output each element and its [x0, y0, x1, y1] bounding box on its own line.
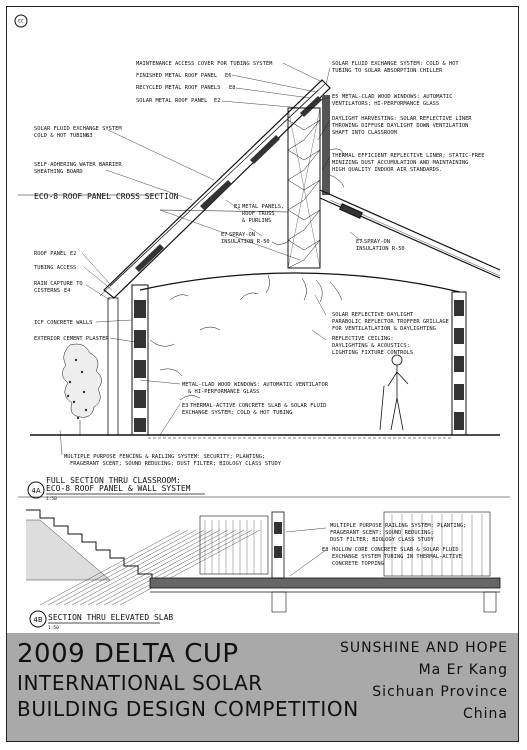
label-reflective-daylight-2: PARABOLIC REFLECTOR TROFFER GRILLAGE: [332, 319, 449, 325]
label-spray-left-2: INSULATION R-50: [221, 239, 270, 245]
competition-title: 2009 DELTA CUP INTERNATIONAL SOLAR BUILD…: [17, 641, 359, 719]
label-daylight-1: DAYLIGHT HARVESTING: SOLAR REFLECTIVE LI…: [332, 116, 472, 122]
section-4a-building: [18, 62, 501, 456]
annotation-labels: MAINTENANCE ACCESS COVER FOR TUBING SYST…: [27, 61, 485, 631]
label-solar-fluid-top-2: TUBING TO SOLAR ABSORPTION CHILLER: [332, 68, 443, 74]
label-reflective-daylight-3: FOR VENTILATLATION & DAYLIGHTING: [332, 326, 436, 332]
label-thermal-slab-1: THERMAL-ACTIVE CONCRETE SLAB & SOLAR FLU…: [190, 403, 326, 409]
label-windows-top-1: METAL-CLAD WOOD WINDOWS: AUTOMATIC: [342, 94, 452, 100]
label-windows-top-tag: E5: [332, 94, 339, 100]
label-fencing-1: MULTIPLE PURPOSE FENCING & RAILING SYSTE…: [64, 454, 265, 460]
sheet-badge: EC: [14, 14, 28, 28]
title-block: 2009 DELTA CUP INTERNATIONAL SOLAR BUILD…: [7, 633, 518, 741]
label-finished-metal-tag: E6: [225, 73, 232, 79]
label-rain-2: CISTERNS: [34, 288, 60, 294]
label-solar-fluid-left-2: COLD & HOT TUBING: [34, 133, 89, 139]
label-icf: ICF CONCRETE WALLS: [34, 320, 92, 326]
label-spray-right-tag: E7: [356, 239, 363, 245]
label-metal-panels-tag: E1: [234, 204, 241, 210]
label-metal-panels-1: METAL PANELS,: [242, 204, 284, 210]
label-railing-1: MULTIPLE PURPOSE RAILING SYSTEM: PLANTIN…: [330, 523, 466, 529]
label-metal-panels-3: & PURLINS: [242, 218, 271, 224]
label-solar-metal: SOLAR METAL ROOF PANEL: [136, 98, 207, 104]
section-4a-scale: 1:50: [46, 496, 57, 502]
label-spray-left-tag: E7: [221, 232, 228, 238]
label-solar-fluid-left-tag: E3: [86, 133, 93, 139]
label-windows-top-2: VENTILATORS; HI-PERFORMANCE GLASS: [332, 101, 439, 107]
label-recycled-metal-tag: E8: [229, 85, 236, 91]
label-tubing-access: TUBING ACCESS: [34, 265, 76, 271]
label-reflective-ceiling-3: LIGHTING FIXTURE CONTROLS: [332, 350, 413, 356]
title-line-2: INTERNATIONAL SOLAR: [17, 671, 263, 695]
label-hollow-tag: E8: [322, 547, 329, 553]
country-name: China: [463, 706, 508, 722]
tree-foliage: [62, 343, 102, 435]
section-4b-slab: [18, 496, 510, 613]
label-solar-fluid-top-1: SOLAR FLUID EXCHANGE SYSTEM: COLD & HOT: [332, 61, 459, 67]
section-4a-number: 4A: [31, 487, 40, 495]
label-maint-access: MAINTENANCE ACCESS COVER FOR TUBING SYST…: [136, 61, 273, 67]
label-reflective-ceiling-2: DAYLIGHTING & ACOUSTICS;: [332, 343, 410, 349]
section-4b-number: 4B: [33, 616, 42, 624]
author-name: Ma Er Kang: [418, 662, 508, 678]
label-thermal-slab-tag: E3: [182, 403, 189, 409]
label-railing-2: FRAGERANT SCENT; SOUND REDUCING;: [330, 530, 434, 536]
section-4b-scale: 1:50: [48, 625, 59, 631]
label-fencing-2: FRAGERANT SCENT; SOUND REDUCING; DUST FI…: [70, 461, 282, 467]
label-rain-tag: E4: [64, 288, 71, 294]
person-figure: [379, 354, 409, 431]
label-hollow-3: CONCRETE TOPPING: [332, 561, 384, 567]
label-thermal-slab-2: EXCHANGE SYSTEM: COLD & HOT TUBING: [182, 410, 292, 416]
title-line-3: BUILDING DESIGN COMPETITION: [17, 697, 359, 721]
label-spray-right-2: INSULATION R-50: [356, 246, 405, 252]
section-4b-title: 4B SECTION THRU ELEVATED SLAB 1:50: [29, 610, 173, 631]
label-solar-metal-tag: E2: [214, 98, 221, 104]
province-name: Sichuan Province: [372, 684, 508, 700]
label-railing-3: DUST FILTER; BIOLOGY CLASS STUDY: [330, 537, 435, 543]
label-finished-metal: FINISHED METAL ROOF PANEL: [136, 73, 217, 79]
label-ext-plaster: EXTERIOR CEMENT PLASTER: [34, 336, 109, 342]
label-roof-panel-tag: E2: [70, 251, 77, 257]
section-4a-title: 4A FULL SECTION THRU CLASSROOM: ECO-8 RO…: [27, 476, 205, 502]
section-4a-title-1: FULL SECTION THRU CLASSROOM:: [46, 476, 181, 485]
label-water-barrier-2: SHEATHING BOARD: [34, 169, 83, 175]
label-thermal-1: THERMAL EFFICIENT REFLECTIVE LINER; STAT…: [332, 153, 485, 159]
label-windows-bottom-1: METAL-CLAD WOOD WINDOWS: AUTOMATIC VENTI…: [182, 382, 329, 388]
label-water-barrier-1: SELF-ADHERING WATER BARRIER: [34, 162, 122, 168]
label-thermal-3: HIGH QUALITY INDOOR AIR STANDARDS.: [332, 167, 442, 173]
label-roof-panel: ROOF PANEL: [34, 251, 66, 257]
sheet-badge-text: EC: [18, 19, 24, 25]
title-line-1: 2009 DELTA CUP: [17, 639, 239, 669]
section-4b-title-text: SECTION THRU ELEVATED SLAB: [48, 613, 173, 622]
label-reflective-daylight-1: SOLAR REFLECTIVE DAYLIGHT: [332, 312, 414, 318]
roof-solar-panels: [135, 96, 322, 272]
label-rain-1: RAIN CAPTURE TO: [34, 281, 83, 287]
label-solar-fluid-left-1: SOLAR FLUID EXCHANGE SYSTEM: [34, 126, 122, 132]
label-eco8-section: ECO-8 ROOF PANEL CROSS SECTION: [34, 192, 179, 201]
project-info: SUNSHINE AND HOPE Ma Er Kang Sichuan Pro…: [340, 641, 508, 729]
label-recycled-metal: RECYCLED METAL ROOF PANELS: [136, 85, 220, 91]
project-name: SUNSHINE AND HOPE: [339, 640, 508, 656]
label-windows-bottom-2: & HI-PERFORMANCE GLASS: [188, 389, 259, 395]
section-4a-title-2: ECO-8 ROOF PANEL & WALL SYSTEM: [46, 484, 191, 493]
label-hollow-1: HOLLOW CORE CONCRETE SLAB & SOLAR FLUID: [332, 547, 459, 553]
label-spray-right-1: SPRAY-ON: [364, 239, 390, 245]
label-daylight-3: SHAFT INTO CLASSROOM: [332, 130, 398, 136]
label-daylight-2: THROWING DIFFUSE DAYLIGHT DOWN VENTILATI…: [332, 123, 468, 129]
label-hollow-2: EXCHANGE SYSTEM TUBING IN THERMAL-ACTIVE: [332, 554, 462, 560]
label-reflective-ceiling-1: REFLECTIVE CEILING:: [332, 336, 394, 342]
label-metal-panels-2: ROOF TRUSS: [242, 211, 274, 217]
label-thermal-2: MINIZING DUST ACCUMULATION AND MAINTAINI…: [332, 160, 468, 166]
label-spray-left-1: SPRAY-ON: [229, 232, 255, 238]
